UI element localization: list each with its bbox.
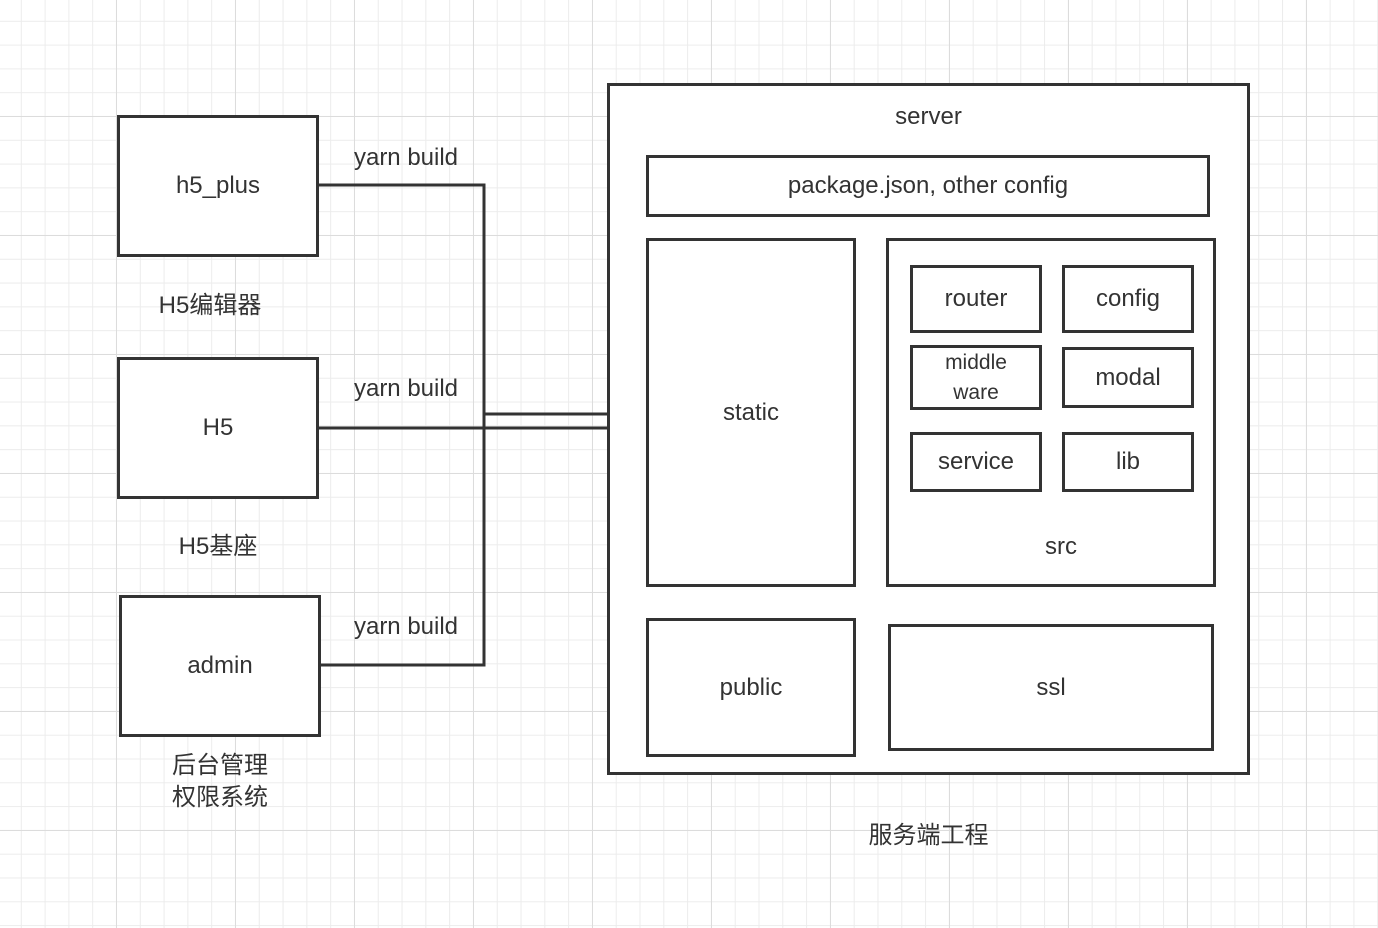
middleware-label: middle ware [945, 351, 1007, 404]
h5-box-label: H5 [202, 414, 234, 441]
h5-box[interactable]: H5 [117, 357, 319, 499]
router-label: router [944, 285, 1008, 312]
service-label: service [937, 448, 1015, 475]
static-label: static [722, 398, 779, 426]
h5-plus-box-label: h5_plus [175, 172, 261, 199]
modal-label: modal [1095, 363, 1161, 391]
h5-plus-edge-label: yarn build [353, 144, 459, 171]
lib-label: lib [1115, 448, 1140, 475]
admin-edge-label: yarn build [353, 613, 459, 640]
router-box[interactable]: router [910, 265, 1042, 333]
package-config-label: package.json, other config [787, 172, 1069, 199]
admin-box-label: admin [187, 652, 253, 679]
admin-caption: 后台管理 权限系统 [172, 752, 268, 812]
public-label: public [719, 673, 783, 701]
h5-caption: H5基座 [178, 533, 258, 560]
config-label: config [1095, 285, 1161, 312]
package-config-box[interactable]: package.json, other config [646, 155, 1210, 217]
ssl-label: ssl [1036, 673, 1066, 701]
static-box[interactable]: static [646, 238, 856, 587]
modal-box[interactable]: modal [1062, 347, 1194, 408]
src-label: src [1045, 533, 1077, 560]
config-box[interactable]: config [1062, 265, 1194, 333]
server-title: server [895, 103, 962, 130]
h5-edge-label: yarn build [353, 375, 459, 402]
lib-box[interactable]: lib [1062, 432, 1194, 492]
ssl-box[interactable]: ssl [888, 624, 1214, 751]
admin-box[interactable]: admin [119, 595, 321, 737]
h5-plus-caption: H5编辑器 [158, 292, 262, 319]
public-box[interactable]: public [646, 618, 856, 757]
h5-plus-box[interactable]: h5_plus [117, 115, 319, 257]
middleware-box[interactable]: middle ware [910, 345, 1042, 410]
service-box[interactable]: service [910, 432, 1042, 492]
server-caption: 服务端工程 [868, 822, 989, 849]
